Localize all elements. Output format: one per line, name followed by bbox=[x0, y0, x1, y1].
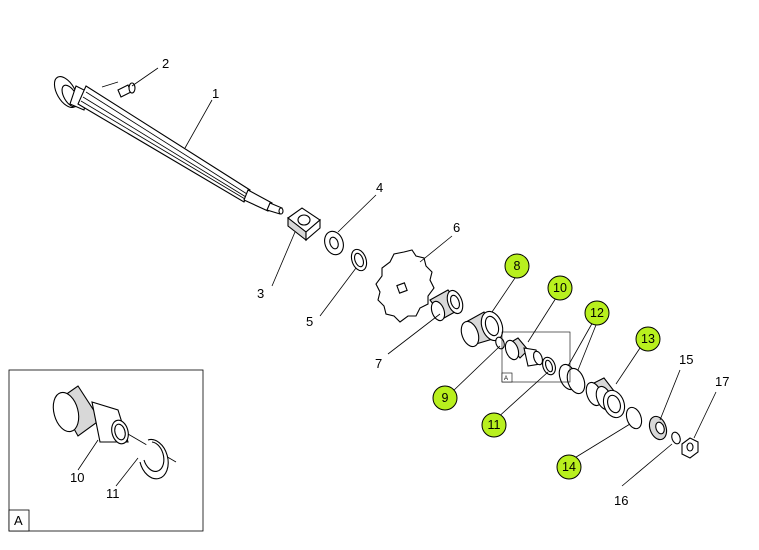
label-6: 6 bbox=[453, 220, 460, 235]
part-14-o-ring bbox=[625, 406, 643, 430]
label-16: 16 bbox=[614, 493, 628, 508]
label-1: 1 bbox=[212, 86, 219, 101]
detail-view-letter: A bbox=[14, 513, 23, 528]
part-8-sleeve bbox=[460, 310, 504, 348]
detail-reference-letter: A bbox=[504, 376, 508, 382]
part-7-bearing bbox=[429, 289, 464, 322]
part-4-washer bbox=[324, 230, 344, 256]
part-1-shaft bbox=[53, 76, 284, 215]
part-6-sprocket bbox=[375, 249, 435, 323]
callout-12: 12 bbox=[584, 300, 610, 326]
callout-10: 10 bbox=[547, 275, 573, 301]
detail-label-10: 10 bbox=[70, 470, 84, 485]
callout-14: 14 bbox=[556, 454, 582, 480]
label-1-2: 2 bbox=[162, 56, 169, 71]
svg-text:10: 10 bbox=[553, 281, 567, 295]
part-5-washer bbox=[350, 248, 368, 272]
callout-13: 13 bbox=[635, 326, 661, 352]
part-17-nut bbox=[681, 437, 699, 459]
leader-lines bbox=[131, 67, 717, 487]
part-16-washer bbox=[671, 431, 681, 445]
label-4: 4 bbox=[376, 180, 383, 195]
detail-reference-box: A bbox=[501, 331, 571, 383]
detail-view-a: A 10 11 bbox=[8, 369, 204, 532]
part-10-stepped-bush bbox=[504, 337, 544, 367]
part-12-o-rings bbox=[558, 363, 586, 395]
svg-text:9: 9 bbox=[442, 391, 449, 405]
svg-text:11: 11 bbox=[488, 418, 501, 432]
callout-11: 11 bbox=[481, 412, 507, 438]
label-3: 3 bbox=[257, 286, 264, 301]
label-15: 15 bbox=[679, 352, 693, 367]
part-15-ball-bearing bbox=[648, 415, 668, 441]
svg-text:8: 8 bbox=[514, 259, 521, 273]
label-5: 5 bbox=[306, 314, 313, 329]
part-11-snap-ring bbox=[542, 356, 556, 376]
svg-text:12: 12 bbox=[590, 306, 604, 320]
detail-label-11: 11 bbox=[106, 486, 120, 501]
callout-9: 9 bbox=[432, 385, 458, 411]
part-3-bush bbox=[287, 207, 321, 242]
svg-text:14: 14 bbox=[562, 460, 576, 474]
part-2-screw bbox=[101, 81, 136, 98]
callout-8: 8 bbox=[504, 253, 530, 279]
label-17: 17 bbox=[715, 374, 729, 389]
label-7: 7 bbox=[375, 356, 382, 371]
svg-text:13: 13 bbox=[641, 332, 655, 346]
part-13-seal-housing bbox=[585, 377, 626, 419]
